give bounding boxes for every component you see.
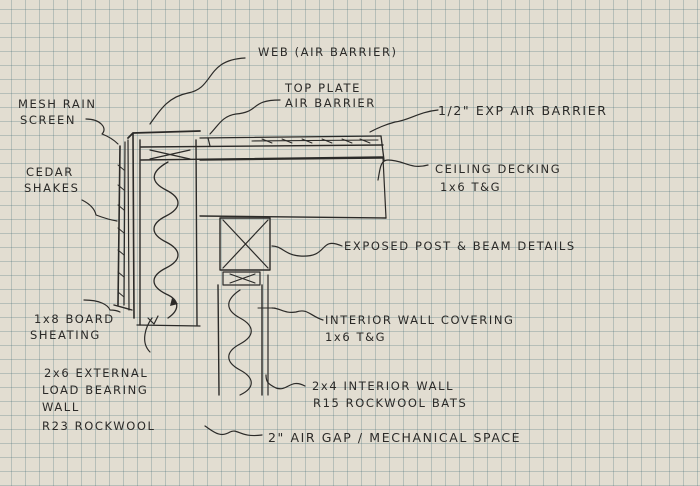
label-interior-covering-line1: INTERIOR WALL COVERING bbox=[325, 313, 515, 327]
label-cedar-line1: CEDAR bbox=[26, 165, 74, 179]
exterior-cladding bbox=[113, 139, 133, 311]
label-air-gap: 2" AIR GAP / MECHANICAL SPACE bbox=[268, 430, 521, 445]
label-external-wall-line1: 2x6 EXTERNAL bbox=[44, 366, 148, 380]
top-plate bbox=[140, 137, 384, 161]
label-interior-covering-line2: 1x6 T&G bbox=[325, 330, 386, 344]
exterior-wall-framing bbox=[136, 139, 201, 327]
label-board-sheathing-line1: 1x8 BOARD bbox=[34, 312, 115, 326]
leader-lines bbox=[81, 57, 439, 437]
label-cedar-line2: SHAKES bbox=[24, 181, 80, 195]
roof-deck-layers bbox=[199, 135, 385, 161]
ceiling-decking bbox=[199, 157, 387, 219]
interior-wall bbox=[217, 274, 276, 396]
label-interior-wall-line1: 2x4 INTERIOR WALL bbox=[312, 379, 454, 393]
label-mesh-rain-line1: MESH RAIN bbox=[18, 97, 97, 111]
label-mesh-rain-line2: SCREEN bbox=[20, 113, 76, 127]
label-external-wall-line3: WALL bbox=[42, 400, 80, 414]
label-external-wall-line4: R23 ROCKWOOL bbox=[42, 419, 156, 433]
label-top-plate-line1: TOP PLATE bbox=[284, 81, 361, 95]
label-interior-wall-line2: R15 ROCKWOOL BATS bbox=[313, 396, 467, 410]
label-ceiling-decking-line2: 1x6 T&G bbox=[440, 180, 501, 194]
label-exp-air-barrier: 1/2" EXP AIR BARRIER bbox=[438, 103, 607, 118]
label-ceiling-decking-line1: CEILING DECKING bbox=[435, 162, 561, 176]
web-air-barrier-line bbox=[127, 130, 201, 319]
label-exposed-post-beam: EXPOSED POST & BEAM DETAILS bbox=[344, 239, 576, 253]
label-board-sheathing-line2: SHEATING bbox=[30, 328, 101, 342]
post-and-beam bbox=[219, 217, 271, 286]
annotation-labels: WEB (AIR BARRIER) TOP PLATE AIR BARRIER … bbox=[18, 45, 607, 445]
label-external-wall-line2: LOAD BEARING bbox=[42, 383, 148, 397]
label-top-plate-line2: AIR BARRIER bbox=[285, 96, 376, 110]
label-web-air-barrier: WEB (AIR BARRIER) bbox=[258, 45, 398, 59]
exterior-wall-insulation-squiggle bbox=[153, 161, 179, 319]
